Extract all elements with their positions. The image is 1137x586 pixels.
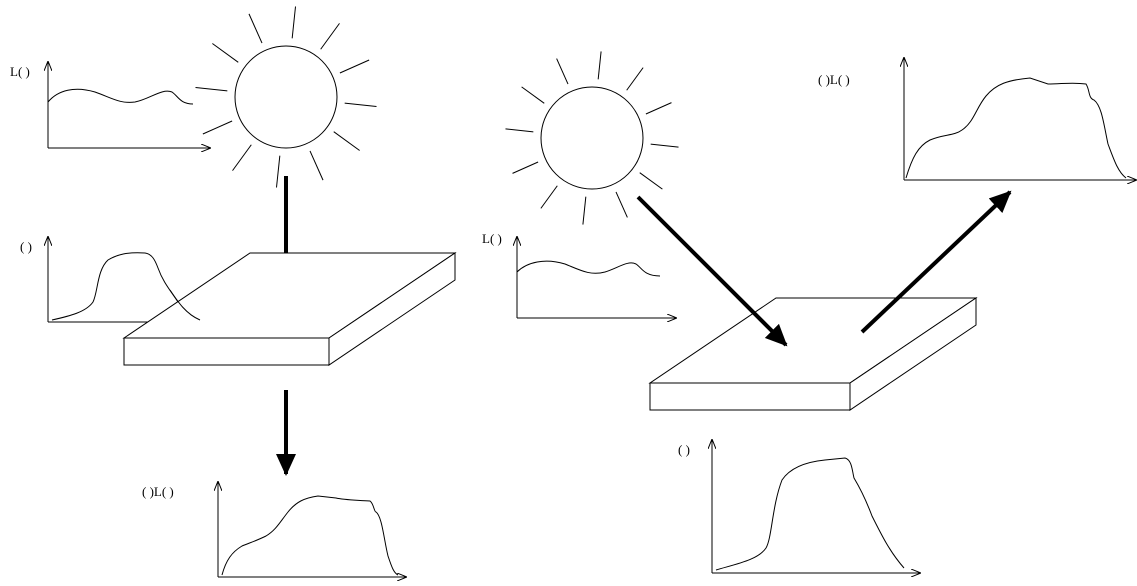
sun-ray (344, 102, 377, 108)
right-result-graph: ( )L( ) (818, 58, 1136, 180)
right-filter-curve (715, 457, 905, 571)
left-result-graph: ( )L( ) (142, 482, 406, 577)
right-result-curve (905, 77, 1127, 179)
sun-ray (645, 102, 672, 115)
left-illum-curve (47, 88, 194, 105)
left-illum-label: L( ) (10, 64, 30, 79)
sun-ray (505, 128, 534, 133)
sun-ray (232, 144, 252, 171)
sun-ray (212, 43, 239, 63)
right-illumination-graph: L( ) (482, 231, 676, 318)
sun-ray (339, 59, 370, 74)
sun-ray (597, 51, 602, 80)
sun-ray (556, 58, 569, 85)
right-incident-arrow (636, 195, 788, 347)
right-sun-rays (505, 51, 679, 225)
right-reflected-arrow (860, 190, 1012, 334)
left-filter-curve-overlap (169, 289, 201, 321)
left-sun-icon (195, 6, 377, 188)
sun-ray (615, 191, 628, 218)
sun-ray (540, 185, 558, 209)
left-sun-rays (195, 6, 377, 188)
right-filter-graph: ( ) (678, 440, 920, 573)
sun-ray (309, 150, 324, 181)
right-slab (648, 297, 978, 411)
left-filter-label: ( ) (20, 239, 32, 254)
left-slab (122, 252, 457, 366)
left-illumination-graph: L( ) (10, 62, 210, 148)
sun-ray (521, 86, 545, 104)
sun-ray (626, 67, 644, 91)
sun-ray (333, 131, 360, 151)
sun-ray (291, 6, 297, 39)
sun-ray (275, 155, 281, 188)
right-result-label: ( )L( ) (818, 72, 850, 87)
left-result-curve (221, 495, 399, 576)
left-result-label: ( )L( ) (142, 484, 174, 499)
sun-ray (582, 196, 587, 225)
sun-ray (639, 172, 663, 190)
right-filter-label: ( ) (678, 442, 690, 457)
sun-ray (650, 143, 679, 148)
sun-ray (195, 86, 228, 92)
sun-ray (202, 120, 233, 135)
right-illum-curve (516, 260, 661, 277)
sun-ray (248, 13, 263, 44)
sun-ray (512, 161, 539, 174)
right-illum-label: L( ) (482, 231, 502, 246)
right-sun-icon (505, 51, 679, 225)
sun-ray (320, 23, 340, 50)
